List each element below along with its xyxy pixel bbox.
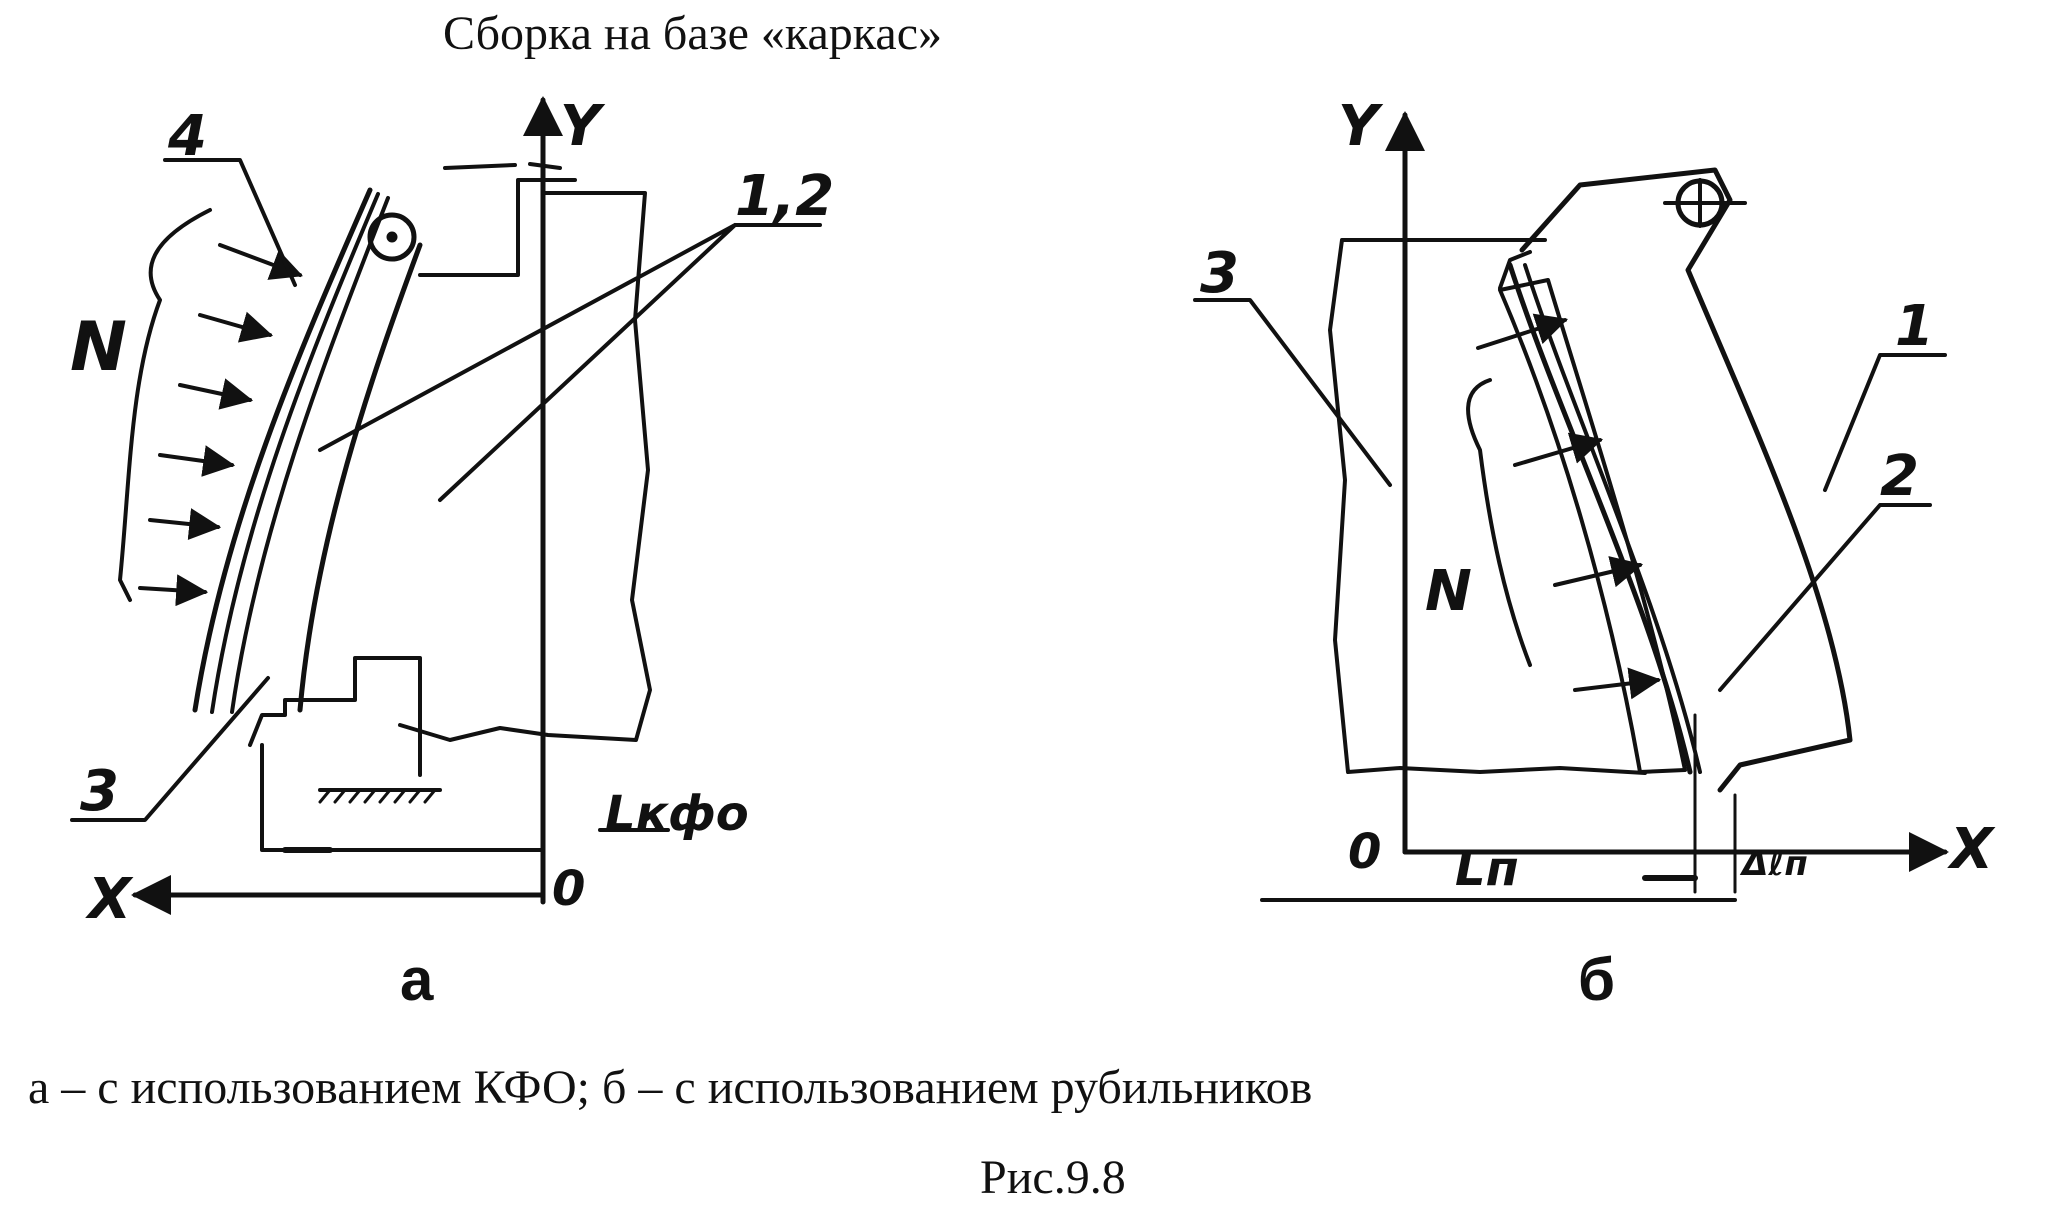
panel-a-leader-12 — [318, 223, 822, 502]
panel-b-origin-label: 0 — [1348, 824, 1381, 880]
panel-b-leader-2 — [1718, 503, 1932, 692]
panel-b-pressure-arrow — [1573, 667, 1662, 700]
panel-b-leader-1 — [1823, 353, 1947, 492]
panel-a-top-hinge — [367, 212, 417, 262]
panel-a-base — [260, 743, 545, 852]
panel-a-callout-12: 1,2 — [735, 164, 834, 229]
panel-a-bottom-fixture — [248, 656, 422, 777]
panel-b-skin-outer — [1507, 262, 1693, 775]
panel-a: Y X 0 N 4 1,2 3 Lкфо — [70, 94, 834, 932]
panel-b-hinge-bracket — [1498, 250, 1532, 290]
panel-a-skin-inner — [230, 196, 390, 714]
panel-b-clamp-plate — [1498, 278, 1687, 774]
panel-b-pressure-arrow — [1476, 313, 1569, 350]
panel-b-y-label: Y — [1338, 94, 1384, 159]
panel-a-dimension-label: Lкфо — [605, 786, 749, 842]
panel-b-dimension-label: Lп — [1455, 841, 1519, 897]
panel-b-callout-2: 2 — [1880, 444, 1919, 509]
panel-b-force-label: N — [1425, 559, 1472, 624]
panel-b-leader-3 — [1193, 298, 1392, 487]
figure-caption: а – с использованием КФО; б – с использо… — [28, 1061, 1313, 1114]
panel-b-pressure-bracket — [1466, 378, 1532, 667]
panel-a-pressure-arrow — [158, 445, 236, 477]
panel-b-pressure-arrow — [1513, 432, 1604, 467]
panel-a-leader-4 — [163, 158, 297, 287]
panel-a-ground-hatch — [318, 788, 437, 804]
panel-b-frame — [1328, 238, 1647, 775]
panel-a-pressure-arrow — [148, 508, 222, 540]
panel-b-skin-inner — [1523, 263, 1702, 774]
panel-b-delta-label: Δℓп — [1739, 844, 1808, 884]
panel-a-pressure-bracket — [118, 208, 212, 602]
panel-a-pressure-arrow — [138, 574, 209, 607]
panel-a-letter: а — [400, 946, 434, 1013]
panel-a-top-bracket — [418, 178, 577, 277]
panel-b-x-label: X — [1947, 817, 1996, 882]
panel-a-callout-4: 4 — [167, 104, 207, 169]
panel-a-pressure-arrow — [198, 311, 274, 343]
panel-b: Y X 0 N 3 1 2 Lп Δℓп — [1193, 94, 1996, 902]
panel-a-rib — [297, 242, 423, 713]
panel-a-force-label: N — [70, 308, 127, 387]
panel-a-pressure-arrow — [178, 378, 254, 410]
panel-a-skin-mid — [210, 192, 380, 714]
figure-number: Рис.9.8 — [980, 1151, 1126, 1204]
panel-b-pressure-arrow — [1553, 556, 1644, 588]
panel-a-skin-outer — [192, 187, 373, 713]
diagram-title: Сборка на базе «каркас» — [442, 7, 942, 60]
panel-a-leader-3 — [70, 676, 270, 822]
panel-a-y-label: Y — [560, 94, 606, 159]
panel-a-origin-label: 0 — [552, 861, 585, 917]
panel-a-x-label: X — [85, 867, 134, 932]
panel-b-callout-1: 1 — [1895, 294, 1934, 359]
panel-a-callout-3: 3 — [80, 759, 119, 824]
panel-b-rib — [1519, 167, 1853, 793]
panel-b-callout-3: 3 — [1200, 241, 1239, 306]
panel-b-letter: б — [1578, 946, 1616, 1013]
